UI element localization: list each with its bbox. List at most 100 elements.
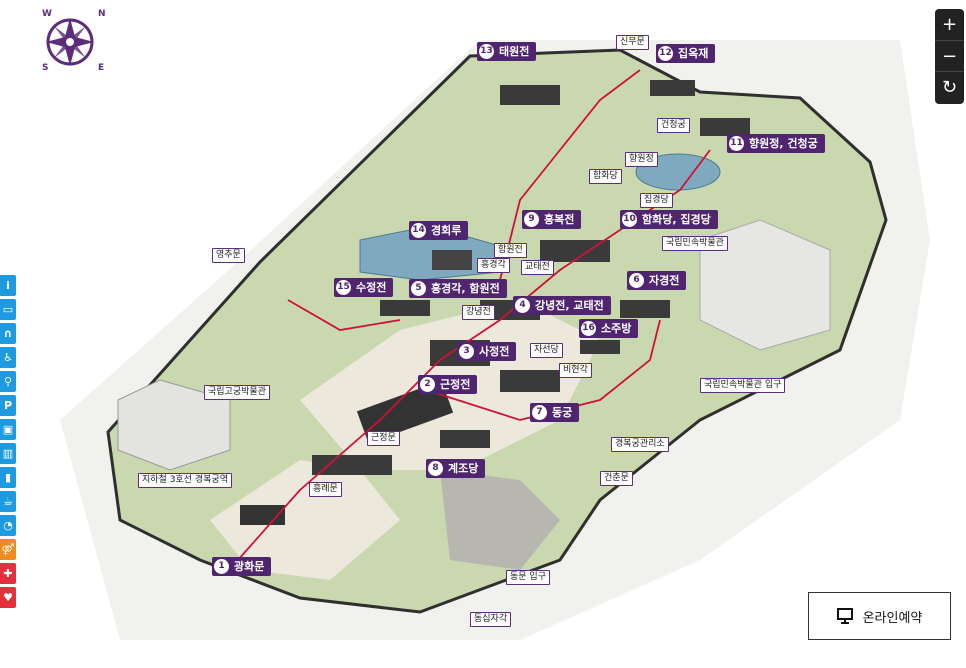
map-label-donggung[interactable]: 7 동궁: [530, 403, 580, 422]
label-text: 경회루: [431, 224, 462, 237]
map-sublabel-hyangwonjeong[interactable]: 향원정: [625, 152, 658, 167]
jibokjae-roof: [650, 80, 695, 96]
map-sublabel-national-palace-museum[interactable]: 국립고궁박물관: [204, 385, 270, 400]
map-sublabel-east-gate-entrance[interactable]: 동문 입구: [506, 570, 550, 585]
geunjeongjeon-roof: [356, 380, 454, 444]
map-sublabel-hamhwadang[interactable]: 함화당: [589, 169, 622, 184]
label-number: 10: [622, 212, 637, 227]
monitor-icon: [836, 608, 853, 624]
sojubang-roof: [580, 340, 620, 354]
map-sublabel-gyotaejeon[interactable]: 교태전: [521, 260, 554, 275]
zoom-in-button[interactable]: +: [935, 9, 964, 40]
label-text: 광화문: [234, 560, 265, 573]
label-number: 14: [411, 223, 426, 238]
label-text: 함화당, 집경당: [642, 213, 711, 226]
compass-rose-icon: [46, 18, 94, 66]
audio-guide-icon[interactable]: ∩: [0, 323, 16, 344]
jagyeongjeon-roof: [620, 300, 670, 318]
wheelchair-icon[interactable]: ♿: [0, 347, 16, 368]
label-text: 수정전: [356, 281, 387, 294]
gift-icon[interactable]: ▣: [0, 419, 16, 440]
label-number: 9: [524, 212, 539, 227]
map-sublabel-jaseondang[interactable]: 자선당: [530, 343, 563, 358]
cafe-icon[interactable]: ☕: [0, 491, 16, 512]
locker-icon[interactable]: ▥: [0, 443, 16, 464]
online-reservation-button[interactable]: 온라인예약: [808, 592, 951, 640]
donggung-roof: [500, 370, 560, 392]
label-text: 계조당: [448, 462, 479, 475]
label-number: 3: [459, 344, 474, 359]
restroom-icon[interactable]: ⚤: [0, 539, 16, 560]
ticket-icon[interactable]: ▭: [0, 299, 16, 320]
map-sublabel-national-folk-museum[interactable]: 국립민속박물관: [662, 236, 728, 251]
label-number: 8: [428, 461, 443, 476]
map-sublabel-geoncheonggung[interactable]: 건청궁: [657, 118, 690, 133]
tour-route-east: [419, 319, 661, 421]
map-sublabel-gyeongbokgung-office[interactable]: 경복궁관리소: [611, 437, 669, 452]
taewonjeon-roof: [500, 85, 560, 105]
map-sublabel-folk-museum-entrance[interactable]: 국립민속박물관 입구: [700, 378, 786, 393]
map-label-heungbokjeon[interactable]: 9 흥복전: [522, 210, 582, 229]
national-palace-museum-building: [117, 379, 231, 471]
label-text: 동궁: [552, 406, 573, 419]
map-sublabel-gangnyeongjeon[interactable]: 강녕전: [462, 305, 495, 320]
facility-legend-sidebar: i ▭ ∩ ♿ ⚲ P ▣ ▥ ▮ ☕ ◔ ⚤ ✚ ♥: [0, 275, 16, 611]
label-number: 15: [336, 280, 351, 295]
label-text: 자경전: [649, 274, 680, 287]
gate-paved-area: [210, 460, 400, 580]
label-text: 흥경각, 함원전: [431, 282, 500, 295]
label-number: 5: [411, 281, 426, 296]
map-sublabel-geunjeongmun[interactable]: 근정문: [367, 431, 400, 446]
map-sublabel-sinmumun[interactable]: 신무문: [616, 35, 649, 50]
aed-icon[interactable]: ♥: [0, 587, 16, 608]
geoncheonggung-roof: [700, 118, 750, 136]
map-label-hamhwadang-jipgyeongdang[interactable]: 10 함화당, 집경당: [620, 210, 718, 229]
label-text: 강녕전, 교태전: [535, 299, 604, 312]
map-sublabel-geonchunmun[interactable]: 건춘문: [600, 471, 633, 486]
zoom-out-button[interactable]: −: [935, 40, 964, 71]
zoom-controls: + − ↻: [935, 9, 964, 104]
water-icon[interactable]: ▮: [0, 467, 16, 488]
nursing-icon[interactable]: ◔: [0, 515, 16, 536]
stroller-icon[interactable]: ⚲: [0, 371, 16, 392]
label-number: 2: [420, 377, 435, 392]
map-label-heunggyeonggak-hamwonjeon[interactable]: 5 흥경각, 함원전: [409, 279, 507, 298]
map-sublabel-dongsipjagak[interactable]: 동십자각: [470, 612, 512, 627]
tour-route-west: [287, 299, 401, 331]
label-text: 근정전: [440, 378, 471, 391]
info-icon[interactable]: i: [0, 275, 16, 296]
sujeongjeon-roof: [380, 300, 430, 316]
map-label-geunjeongjeon[interactable]: 2 근정전: [418, 375, 478, 394]
label-text: 흥복전: [544, 213, 575, 226]
map-sublabel-yeongchumun[interactable]: 영추문: [212, 248, 245, 263]
gyejodang-roof: [440, 430, 490, 448]
map-label-gangnyeongjeon-gyotaejeon[interactable]: 4 강녕전, 교태전: [513, 296, 611, 315]
map-sublabel-jipgyeongdang[interactable]: 집경당: [640, 193, 673, 208]
label-text: 향원정, 건청궁: [749, 137, 818, 150]
map-label-gyeonghoeru[interactable]: 14 경회루: [409, 221, 469, 240]
label-number: 4: [515, 298, 530, 313]
online-reservation-label: 온라인예약: [862, 610, 923, 626]
gyeonghoeru-roof: [432, 250, 472, 270]
reset-view-button[interactable]: ↻: [935, 71, 964, 102]
map-label-gyejodang[interactable]: 8 계조당: [426, 459, 486, 478]
map-label-sujeongjeon[interactable]: 15 수정전: [334, 278, 394, 297]
map-label-gwanghwamun[interactable]: 1 광화문: [212, 557, 272, 576]
label-number: 1: [214, 559, 229, 574]
first-aid-icon[interactable]: ✚: [0, 563, 16, 584]
label-number: 12: [658, 46, 673, 61]
label-number: 7: [532, 405, 547, 420]
parking-icon[interactable]: P: [0, 395, 16, 416]
map-sublabel-bihyeongak[interactable]: 비현각: [559, 363, 592, 378]
map-sublabel-hamwonjeon[interactable]: 함원전: [494, 243, 527, 258]
map-sublabel-gyeongbokgung-station[interactable]: 지하철 3호선 경복궁역: [138, 473, 232, 488]
map-sublabel-heunggyeonggak[interactable]: 흥경각: [477, 258, 510, 273]
map-sublabel-heungnyemun[interactable]: 흥례문: [309, 482, 342, 497]
